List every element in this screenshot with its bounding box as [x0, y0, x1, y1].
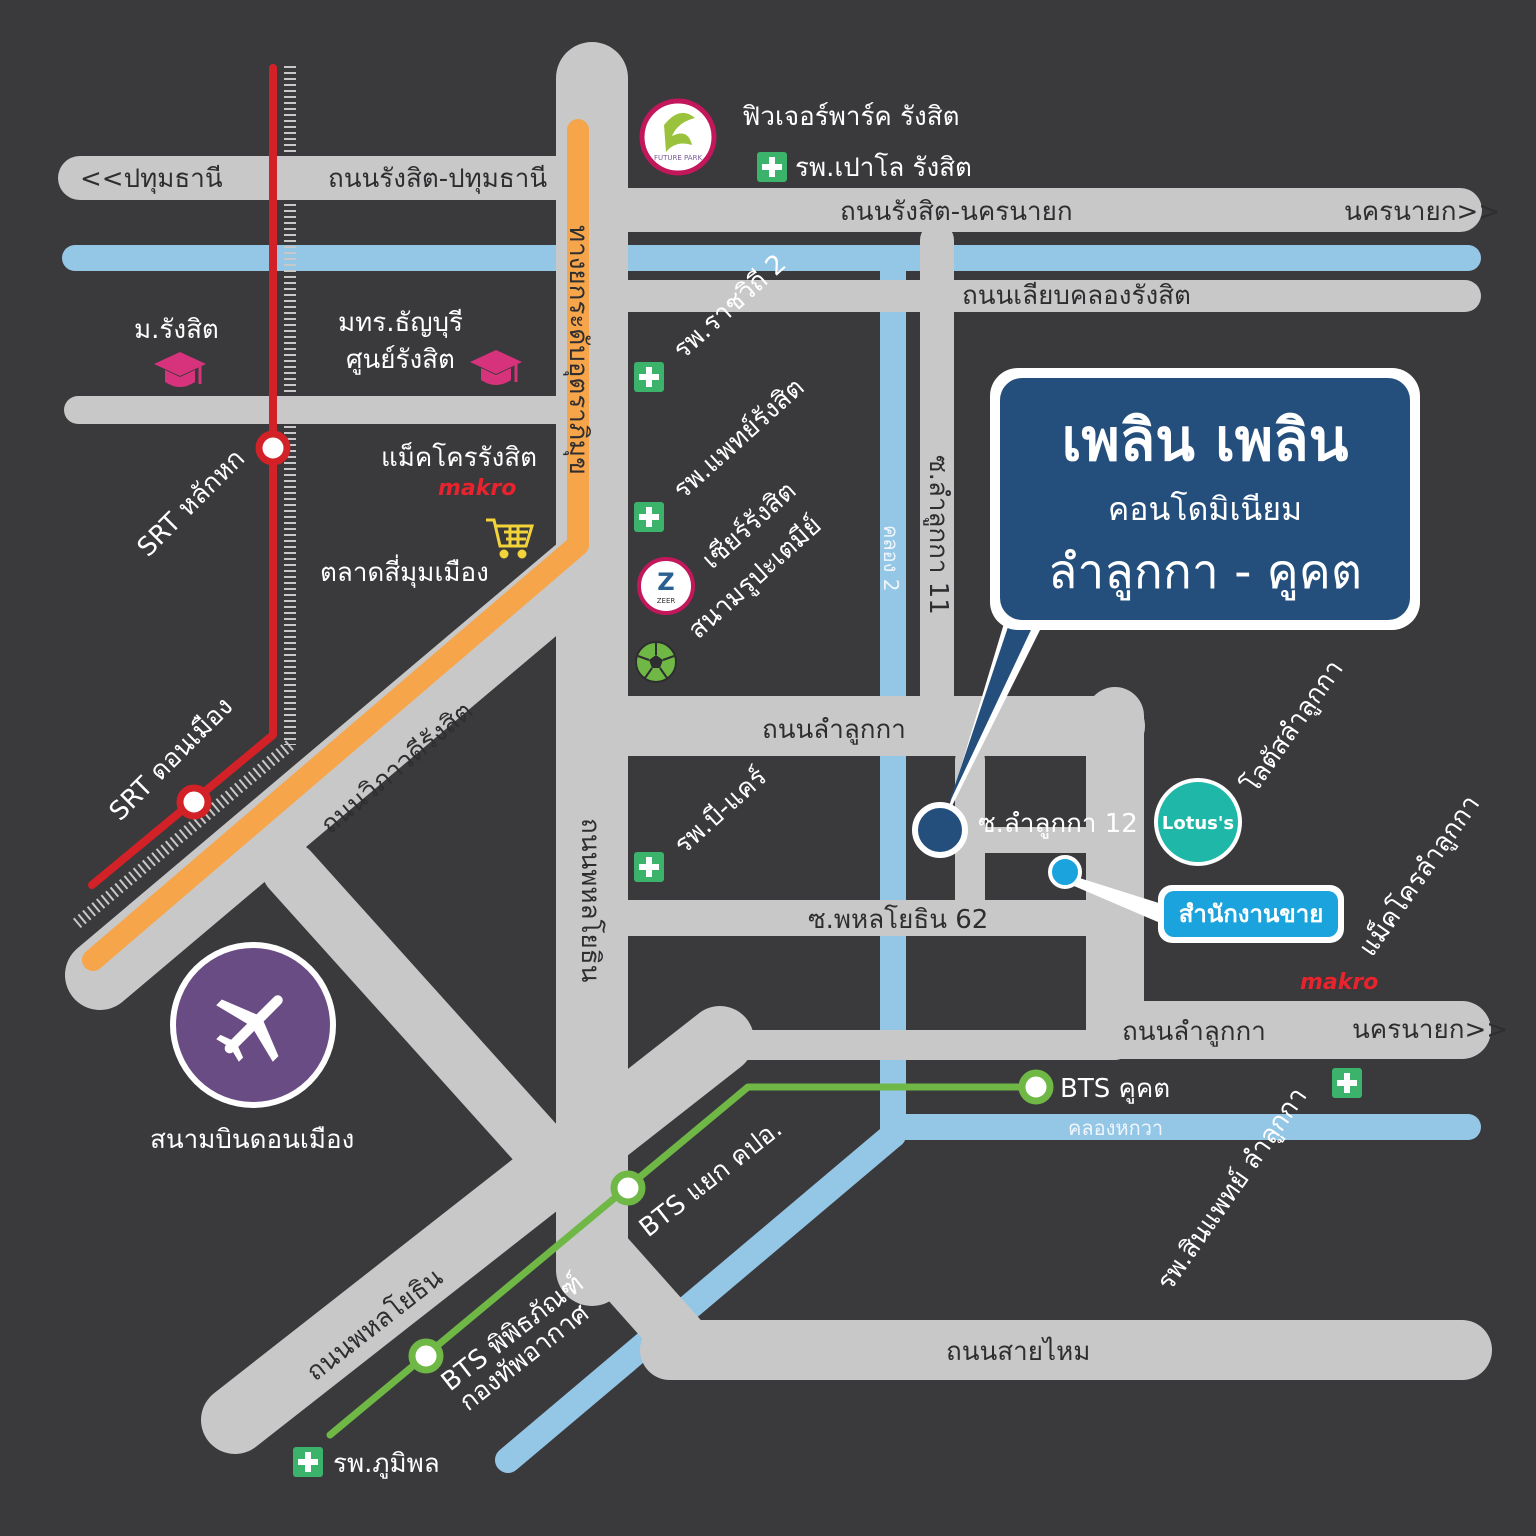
- label-lotus: โลตัสลำลูกกา: [1235, 654, 1349, 799]
- label-soi-phahon-62: ซ.พหลโยธิน 62: [808, 904, 988, 935]
- graduation-cap-icon: [154, 352, 206, 387]
- label-makro-rangsit: แม็คโครรังสิต: [381, 441, 537, 473]
- zeer-logo-text: ZEER: [657, 597, 676, 605]
- makro-logo-lamlukka: makro: [1300, 970, 1378, 995]
- srt-rail: [71, 64, 296, 930]
- label-khlong-rangsit-road: ถนนเลียบคลองรังสิต: [962, 281, 1191, 311]
- bts-line: [326, 1069, 1054, 1439]
- hospital-cross-icon: [634, 852, 664, 882]
- expressway: [82, 119, 589, 971]
- sales-office-label: สำนักงานขาย: [1179, 900, 1324, 928]
- bts-khu-khot-station-icon: [1018, 1069, 1054, 1105]
- project-callout: เพลิน เพลิน คอนโดมิเนียม ลำลูกกา - คูคต: [912, 368, 1420, 858]
- airplane-icon: [170, 942, 336, 1108]
- label-lamlukka-right: ถนนลำลูกกา: [1122, 1017, 1266, 1047]
- label-b-care: รพ.บี-แคร์: [669, 762, 773, 860]
- project-location-pin-icon: [912, 802, 968, 858]
- srt-don-mueang-station-icon: [176, 784, 212, 820]
- road-sai-mai-diag: [564, 1212, 718, 1378]
- road-airport-diag: [262, 842, 588, 1198]
- label-thanyaburi-line2: ศูนย์รังสิต: [346, 345, 455, 375]
- label-makro-lamlukka: แม็คโครลำลูกกา: [1352, 789, 1487, 962]
- bts-museum-station-icon: [408, 1338, 444, 1374]
- project-location: ลำลูกกา - คูคต: [1048, 544, 1362, 601]
- future-park-logo: FUTURE PARK: [639, 98, 717, 176]
- canals: [62, 245, 1481, 1473]
- sales-office: สำนักงานขาย: [1048, 855, 1344, 943]
- hospital-cross-icon: [634, 362, 664, 392]
- sales-office-pin-icon: [1048, 855, 1082, 889]
- label-bts-yaek: BTS แยก คปอ.: [634, 1114, 788, 1244]
- label-srt-don-mueang: SRT ดอนเมือง: [104, 692, 239, 827]
- makro-logo-rangsit: makro: [438, 476, 516, 501]
- lotus-logo-text: Lotus's: [1162, 813, 1234, 834]
- label-srt-lak-hok: SRT หลักหก: [132, 444, 251, 563]
- label-to-nakhonnayok-bottom: นครนายก>>: [1352, 1015, 1508, 1045]
- label-expressway: ทางยกระดับอุตราภิมุข: [563, 225, 593, 475]
- svg-text:Z: Z: [657, 568, 674, 596]
- roads: [58, 42, 1492, 1454]
- label-rangsit-univ: ม.รังสิต: [134, 315, 219, 345]
- label-simummuang: ตลาดสี่มุมเมือง: [320, 554, 489, 588]
- label-sai-mai: ถนนสายไหม: [946, 1336, 1090, 1367]
- label-airport: สนามบินดอนเมือง: [150, 1125, 354, 1155]
- project-type: คอนโดมิเนียม: [1108, 490, 1302, 528]
- road-vibhavadi: [65, 525, 627, 1010]
- lotus-logo: Lotus's: [1154, 778, 1242, 866]
- hospital-cross-icon: [634, 502, 664, 532]
- srt-lak-hok-station-icon: [255, 430, 291, 466]
- graduation-cap-icon: [470, 350, 522, 385]
- future-park-logo-text: FUTURE PARK: [654, 154, 702, 162]
- label-soi-lamlukka-12: ซ.ลำลูกกา 12: [978, 809, 1138, 839]
- label-rangsit-pathum: ถนนรังสิต-ปทุมธานี: [328, 164, 547, 194]
- project-name: เพลิน เพลิน: [1062, 406, 1349, 474]
- zeer-logo: Z ZEER: [637, 557, 695, 615]
- label-khlong-2: คลอง 2: [879, 525, 903, 592]
- soccer-ball-icon: [635, 641, 677, 683]
- label-thanyaburi-line1: มทร.ธัญบุรี: [338, 308, 463, 338]
- label-to-pathum: <<ปทุมธานี: [80, 164, 223, 194]
- hospital-cross-icon: [757, 152, 787, 182]
- label-phahon-vertical: ถนนพหลโยธิน: [575, 818, 606, 983]
- label-to-nakhonnayok-top: นครนายก>>: [1344, 197, 1500, 227]
- shopping-cart-icon: [486, 518, 535, 559]
- bts-yaek-station-icon: [610, 1170, 646, 1206]
- hospital-cross-icon: [1332, 1068, 1362, 1098]
- label-khlong-hok-wa: คลองหกวา: [1068, 1116, 1163, 1140]
- label-lamlukka-top: ถนนลำลูกกา: [762, 715, 906, 745]
- label-rangsit-nakhonnayok: ถนนรังสิต-นครนายก: [840, 197, 1073, 227]
- label-bhumibol: รพ.ภูมิพล: [333, 1449, 440, 1479]
- road-phahon-diagonal: [201, 1006, 754, 1454]
- hospital-cross-icon: [293, 1447, 323, 1477]
- label-bts-khu-khot: BTS คูคต: [1060, 1074, 1170, 1104]
- label-future-park: ฟิวเจอร์พาร์ค รังสิต: [742, 102, 959, 132]
- label-paolo: รพ.เปาโล รังสิต: [795, 152, 972, 183]
- label-soi-lamlukka-11: ซ.ลำลูกกา 11: [923, 455, 953, 615]
- canal-khlong-2-diagonal: [495, 1122, 906, 1473]
